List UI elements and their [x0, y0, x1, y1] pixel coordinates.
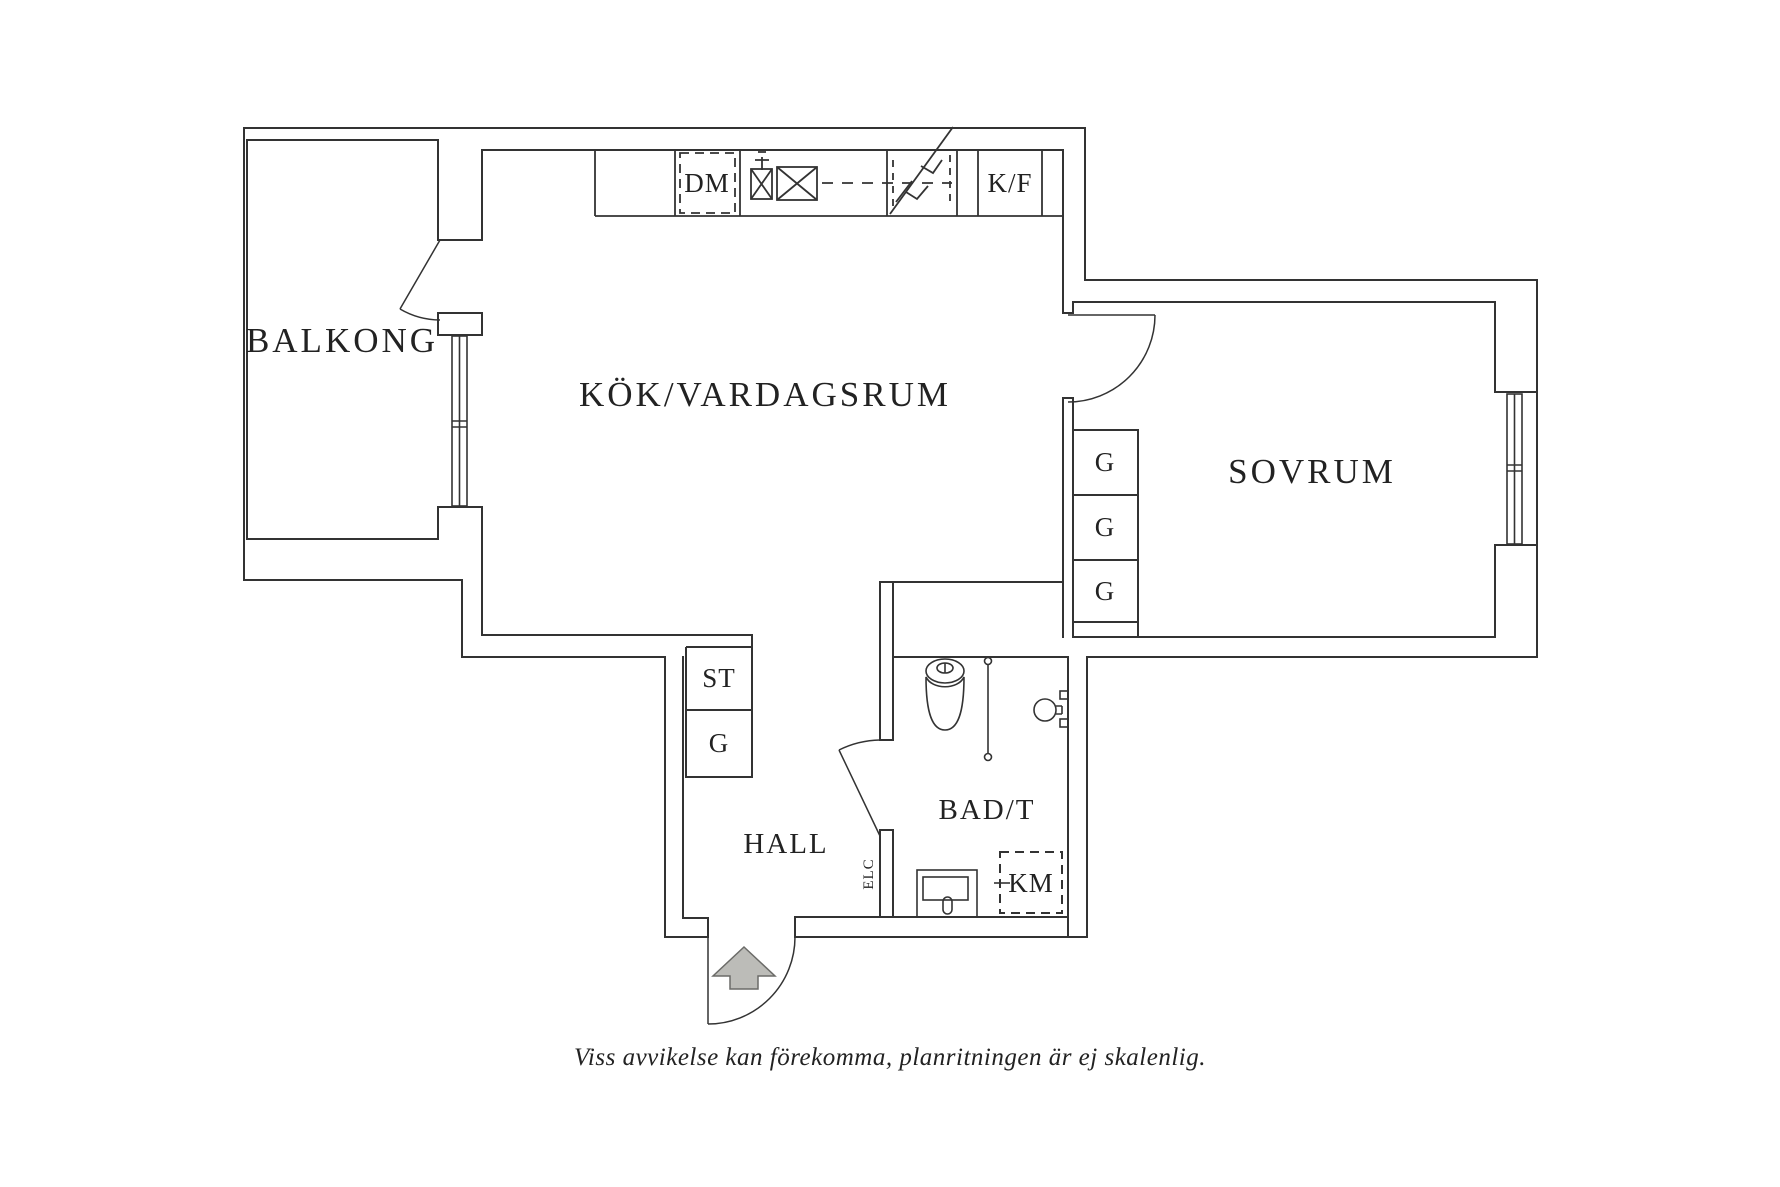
bathroom-door	[838, 739, 881, 837]
entry-arrow-icon	[711, 945, 777, 990]
label-bedroom-closet-2: G	[1095, 512, 1116, 542]
bathroom-inner-walls	[794, 656, 1069, 938]
bedroom-window	[1506, 393, 1523, 545]
label-bedroom-closet-1: G	[1095, 447, 1116, 477]
label-bedroom-closet-3: G	[1095, 576, 1116, 606]
label-hall-closet-st: ST	[702, 663, 736, 693]
balcony-wall-caps	[437, 239, 483, 508]
doors	[399, 239, 1156, 1025]
bathroom-fixtures	[916, 656, 1069, 918]
label-fridge-freezer: K/F	[987, 168, 1032, 198]
stove-icon	[889, 126, 954, 215]
vanity-sink-icon	[916, 869, 978, 918]
kitchen-counter	[594, 126, 1063, 217]
labels: BALKONG KÖK/VARDAGSRUM SOVRUM HALL BAD/T…	[246, 168, 1396, 1071]
bedroom-west-wall	[1062, 149, 1074, 638]
kitchen-sink-icon	[750, 151, 818, 201]
bedroom-inner-walls	[1072, 301, 1538, 638]
balcony-door	[399, 239, 441, 321]
balcony-room-outline	[246, 139, 439, 540]
hall-inner-walls	[682, 656, 709, 938]
bathroom-west-wall-stub	[879, 829, 894, 918]
balcony-window	[451, 335, 468, 507]
bedroom-door	[1067, 314, 1156, 403]
toilet-icon	[925, 658, 965, 731]
caption-text: Viss avvikelse kan förekomma, planritnin…	[574, 1044, 1206, 1071]
hall-closets	[685, 646, 752, 778]
outer-wall-outline	[243, 127, 1538, 938]
entry-door	[707, 936, 796, 1025]
bedroom-closets	[1072, 429, 1139, 638]
shower-rail-icon	[983, 656, 993, 762]
room-label-kitchen-living: KÖK/VARDAGSRUM	[579, 375, 951, 414]
label-electrical-cabinet: ELC	[861, 858, 877, 889]
walls	[243, 127, 1538, 938]
bathroom-west-wall-upper	[879, 581, 894, 741]
room-label-hall: HALL	[743, 828, 828, 860]
dishwasher-box	[679, 152, 736, 214]
label-washing-machine: KM	[1008, 868, 1054, 898]
wall-sink-icon	[1033, 690, 1069, 728]
room-label-balcony: BALKONG	[246, 321, 438, 360]
label-hall-closet-g: G	[709, 728, 730, 758]
room-label-bathroom: BAD/T	[939, 794, 1036, 826]
kitchen-inner-walls	[481, 149, 1064, 778]
windows	[451, 335, 1523, 545]
room-label-bedroom: SOVRUM	[1228, 452, 1396, 491]
label-dishwasher: DM	[684, 168, 730, 198]
